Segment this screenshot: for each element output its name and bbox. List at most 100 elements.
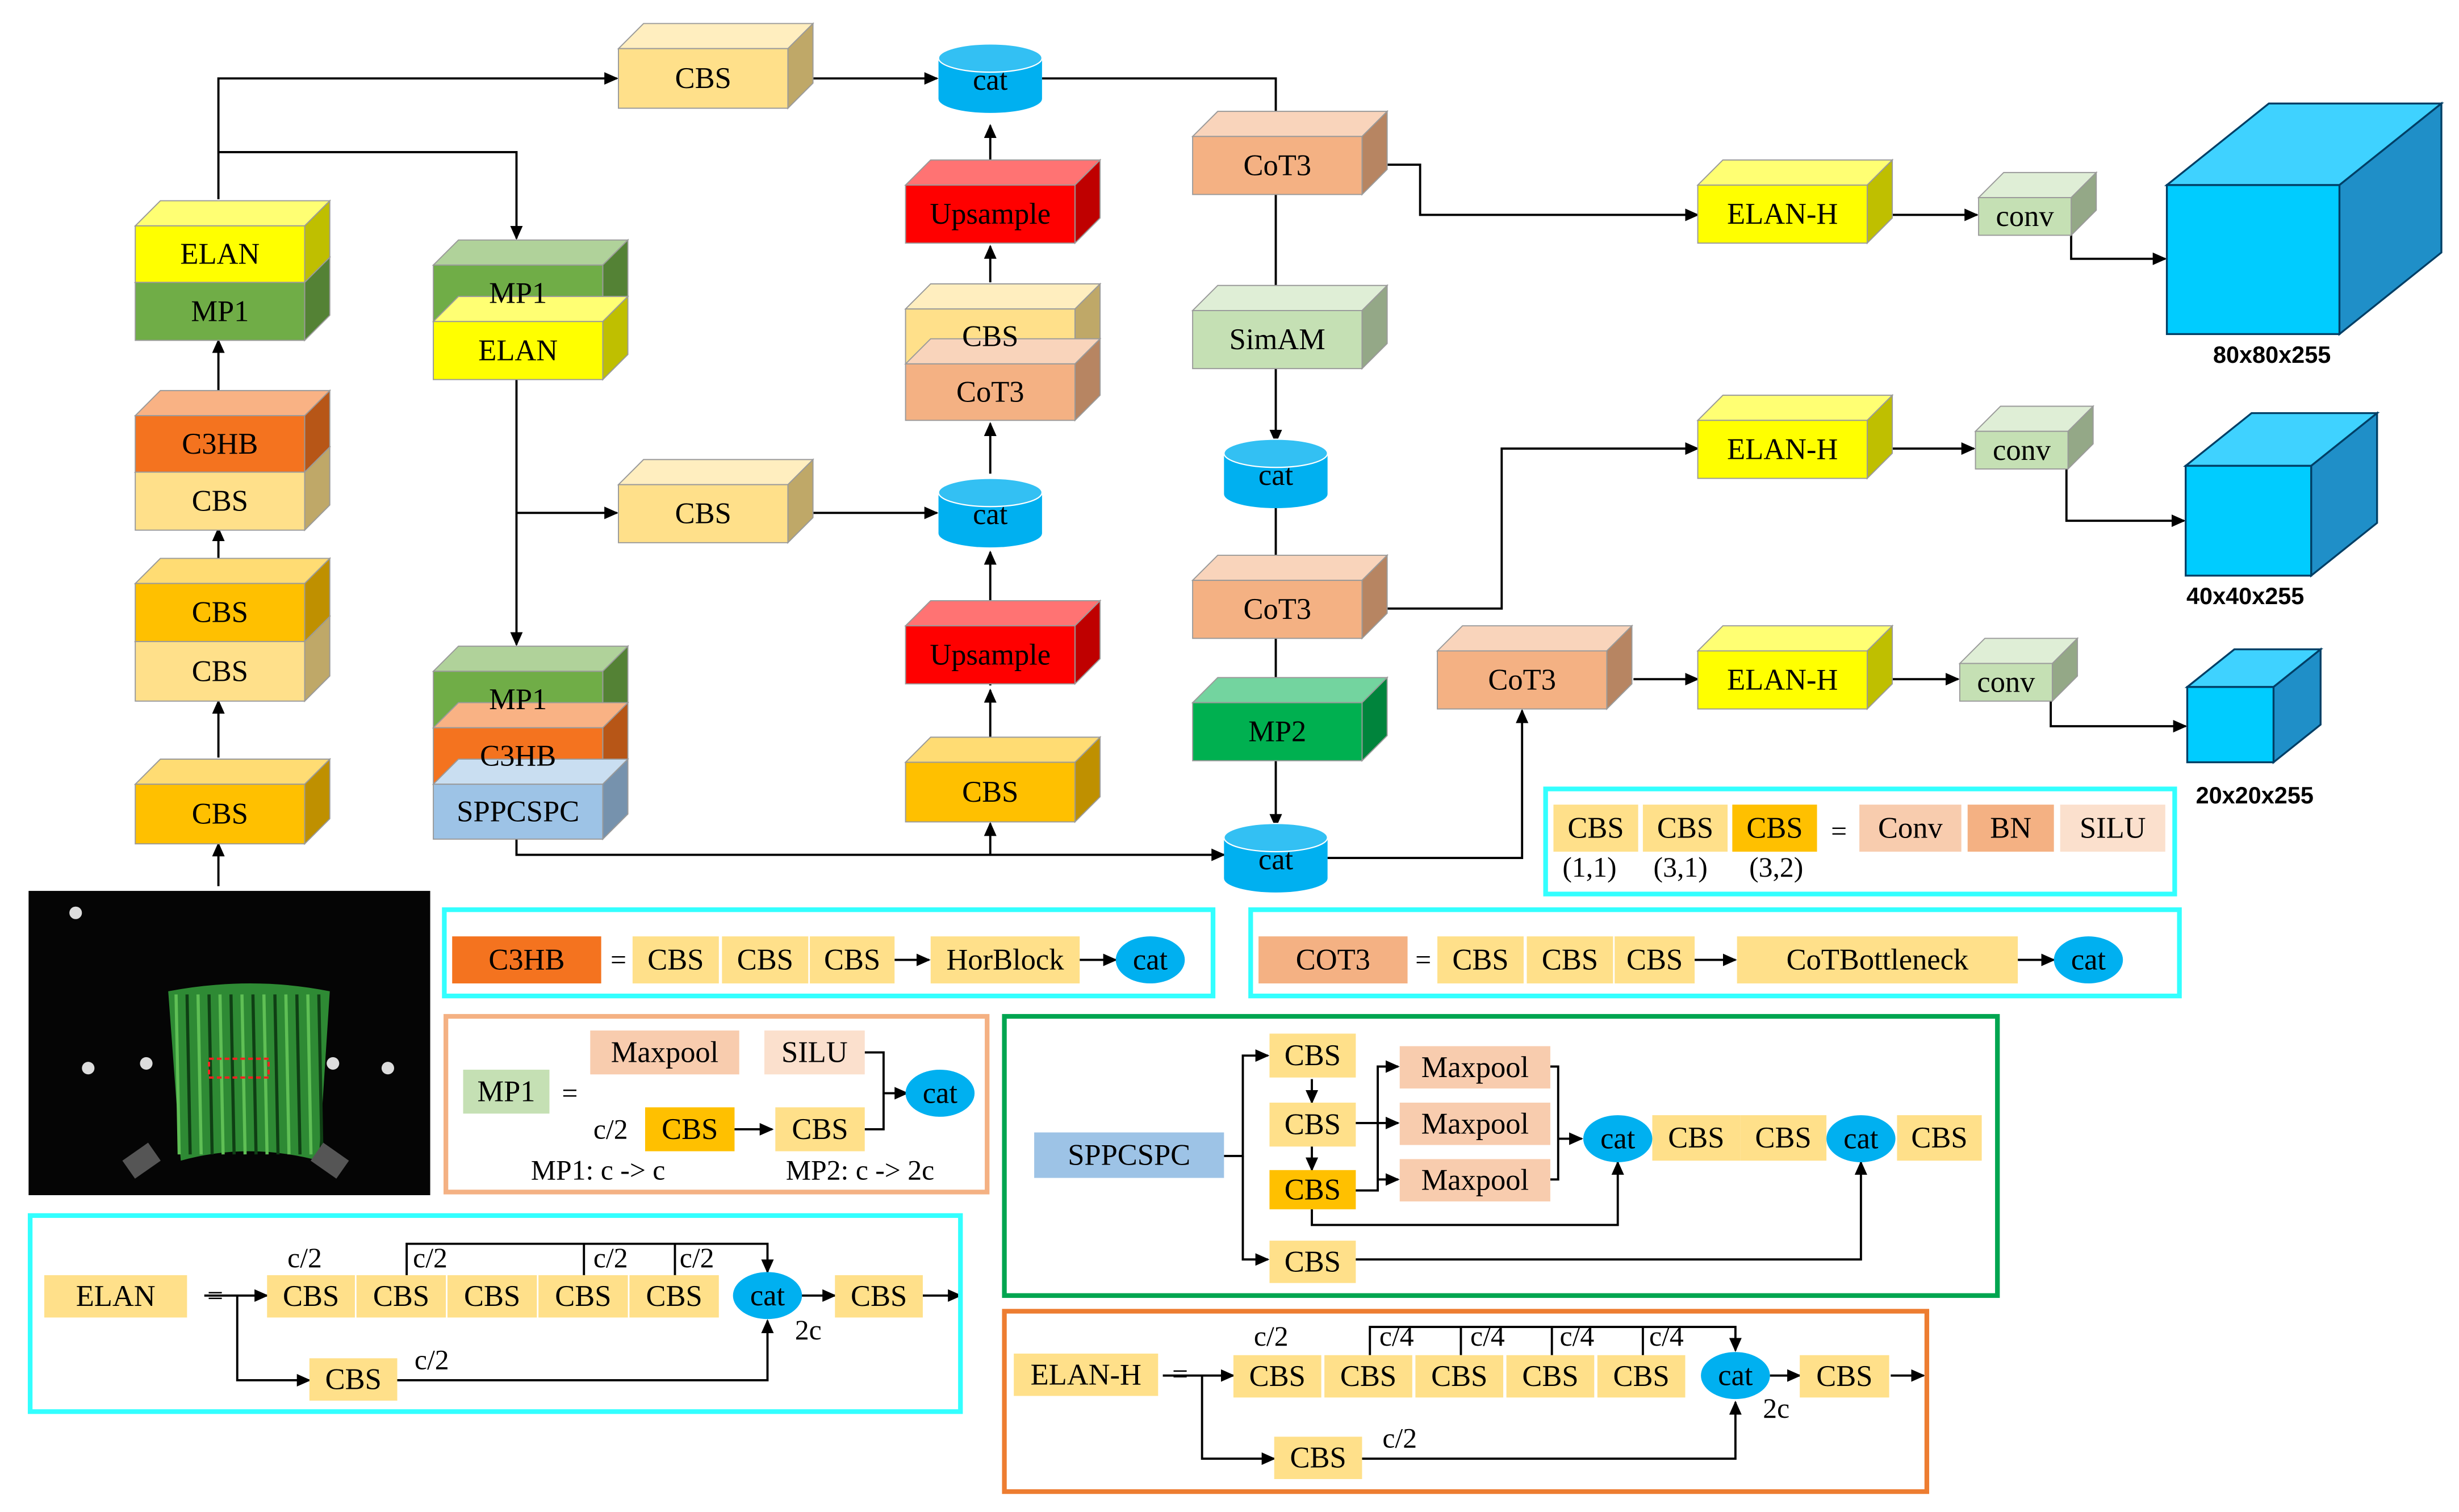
- cbs-legend-11: [1553, 805, 1638, 852]
- legend-cbs: [1543, 786, 2177, 897]
- cbs-block-top-label: CBS: [675, 62, 731, 95]
- elanh-block-2: [1696, 393, 1894, 480]
- connector: [1311, 1161, 1624, 1226]
- silu-legend-mp1-label: SILU: [781, 1036, 848, 1069]
- connector: [864, 1093, 885, 1130]
- cat-node-2: [938, 478, 1043, 548]
- input-image: [28, 891, 430, 1195]
- elan-legend-label: ELAN: [76, 1280, 156, 1313]
- bn-legend-label: BN: [1990, 812, 2031, 845]
- connector: [1362, 442, 1700, 610]
- cbs-legend-11-label: CBS: [1567, 812, 1624, 845]
- cbs-block-up1-label: CBS: [962, 320, 1018, 353]
- connector: [1327, 709, 1529, 859]
- connector: [2050, 690, 2188, 733]
- cbs-legend-elanh-7: [1274, 1436, 1362, 1479]
- cbs-legend-elan-6-label: CBS: [851, 1280, 907, 1313]
- blocks: [27, 22, 2444, 1494]
- cbs-legend-cot3-1: [1437, 936, 1524, 984]
- elan-block-1-label: ELAN: [180, 238, 260, 271]
- cbs-block-mid: [617, 458, 814, 545]
- sppcspc-legend-label: SPPCSPC: [1068, 1139, 1190, 1172]
- cbs-legend-elan-2-label: CBS: [373, 1280, 429, 1313]
- cbs-legend-elanh-1-label: CBS: [1249, 1360, 1306, 1393]
- c3hb-legend: [452, 936, 601, 984]
- cbs-legend-spp-3-label: CBS: [1285, 1173, 1341, 1206]
- cbs-legend-spp-2-label: CBS: [1285, 1108, 1341, 1141]
- maxpool-legend-1: [1399, 1046, 1550, 1089]
- cbs-legend-elanh-3: [1415, 1355, 1504, 1398]
- mp1-block-3-label: MP1: [489, 683, 547, 716]
- cat-legend-elan-label: cat: [750, 1279, 785, 1312]
- channel-half-elan: c/2: [413, 1242, 448, 1274]
- output-size-medium: 40x40x255: [2186, 583, 2304, 609]
- cbs-legend-spp-4-label: CBS: [1285, 1245, 1341, 1278]
- connector: [1352, 1060, 1400, 1192]
- cot3-block-3: [1436, 624, 1633, 710]
- equals-sign: =: [562, 1078, 578, 1109]
- cbs-legend-cot3-3: [1615, 936, 1695, 984]
- cot3-block-1-label: CoT3: [1243, 149, 1311, 182]
- cbs-legend-mp1-1-label: CBS: [662, 1113, 718, 1146]
- cbs-legend-32-label: CBS: [1746, 812, 1803, 845]
- mp1-legend-label: MP1: [477, 1075, 535, 1108]
- elanh-block-3-label: ELAN-H: [1727, 664, 1838, 697]
- maxpool-legend-2-label: Maxpool: [1421, 1107, 1529, 1140]
- cbs-param-32: (3,2): [1749, 852, 1803, 883]
- cat-legend-mp1-label: cat: [923, 1077, 958, 1109]
- mp1-block-1-label: MP1: [191, 295, 249, 328]
- cat-legend-elanh: [1701, 1352, 1770, 1400]
- c3hb-legend-label: C3HB: [488, 944, 564, 977]
- cbs-legend-elan-4-label: CBS: [555, 1280, 611, 1313]
- cbs-legend-spp-5-label: CBS: [1668, 1121, 1724, 1154]
- cat-legend-elan: [733, 1272, 802, 1320]
- legend-cot3: [1248, 907, 2182, 999]
- cbs-legend-mp1-2: [775, 1107, 865, 1151]
- channel-half-elan: c/2: [287, 1242, 322, 1274]
- conv-block-1-label: conv: [1996, 200, 2055, 233]
- upsample-block-1-label: Upsample: [930, 198, 1051, 231]
- elanh-block-1-label: ELAN-H: [1727, 198, 1838, 231]
- cat-node-3-label: cat: [1258, 459, 1294, 492]
- maxpool-legend-mp1: [590, 1030, 739, 1075]
- maxpool-legend-3: [1399, 1159, 1550, 1202]
- cat-legend-elanh-label: cat: [1718, 1359, 1753, 1392]
- elanh-block-2-label: ELAN-H: [1727, 433, 1838, 466]
- cbs-legend-elan-6: [835, 1275, 923, 1318]
- cot3-block-2-label: CoT3: [1243, 593, 1311, 626]
- elanh-block-1: [1696, 158, 1894, 245]
- cbs-legend-mp1-2-label: CBS: [792, 1113, 848, 1146]
- connector: [1362, 1400, 1742, 1460]
- legend-sppcspc: [1002, 1013, 2000, 1298]
- horblock-legend: [930, 936, 1080, 984]
- cbs-legend-c3hb-1: [632, 936, 719, 984]
- legend-c3hb: [442, 907, 1216, 999]
- equals-sign: =: [610, 944, 626, 975]
- cbs-legend-spp-7: [1897, 1115, 1982, 1161]
- cat-legend-cot3: [2054, 936, 2123, 984]
- horblock-legend-label: HorBlock: [947, 944, 1065, 977]
- cbs-legend-elan-7: [309, 1358, 398, 1401]
- c3hb-block-1: [133, 389, 332, 474]
- cbs-block-input-label: CBS: [192, 798, 248, 831]
- cbs-legend-elanh-6: [1800, 1355, 1889, 1398]
- cbs-legend-elanh-2-label: CBS: [1340, 1360, 1396, 1393]
- conv-legend: [1859, 805, 1962, 852]
- connector: [397, 1319, 774, 1381]
- conv-block-3-label: conv: [1977, 666, 2035, 699]
- cbs-legend-32: [1732, 805, 1817, 852]
- elan-block-2-label: ELAN: [478, 334, 558, 367]
- elan-block-2: [432, 295, 629, 381]
- cbs-legend-elanh-2: [1324, 1355, 1412, 1398]
- cbs-legend-elanh-7-label: CBS: [1290, 1442, 1346, 1475]
- cat-node-3: [1223, 438, 1328, 509]
- cbs-legend-elan-1: [267, 1275, 355, 1318]
- cat-node-4-label: cat: [1258, 843, 1294, 876]
- upsample-block-2-label: Upsample: [930, 638, 1051, 671]
- sppcspc-block-label: SPPCSPC: [457, 795, 579, 828]
- conv-legend-label: Conv: [1878, 812, 1943, 845]
- cot3-block-up1-label: CoT3: [956, 376, 1024, 409]
- connector: [218, 151, 523, 240]
- output-cube-large: [2164, 101, 2444, 336]
- cbs-legend-spp-7-label: CBS: [1911, 1121, 1967, 1154]
